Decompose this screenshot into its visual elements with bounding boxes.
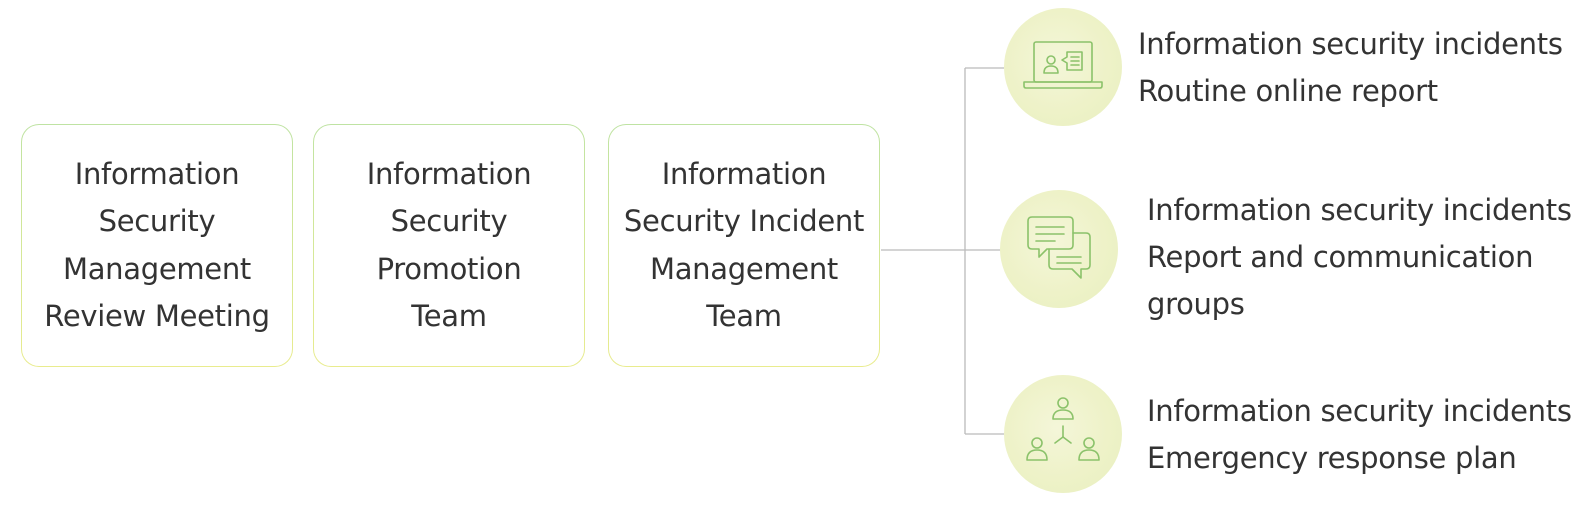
routine-report-text: Information security incidents Routine o… [1138, 21, 1563, 115]
box-label: Information Security Incident Management… [623, 156, 865, 334]
incident-management-team-box: Information Security Incident Management… [608, 124, 880, 367]
box-label: Information Security Promotion Team [366, 156, 532, 334]
item-line: Information security incidents [1138, 27, 1563, 61]
laptop-report-icon [1023, 41, 1103, 89]
chat-bubbles-icon [1027, 216, 1091, 279]
item-line: Information security incidents [1147, 193, 1572, 227]
item-line: Emergency response plan [1147, 441, 1517, 475]
emergency-plan-text: Information security incidents Emergency… [1147, 388, 1572, 482]
communication-groups-text: Information security incidents Report an… [1147, 187, 1572, 328]
item-line: Information security incidents [1147, 394, 1572, 428]
promotion-team-box: Information Security Promotion Team [313, 124, 585, 367]
item-line: Routine online report [1138, 74, 1438, 108]
routine-report-circle [1004, 8, 1122, 126]
communication-groups-circle [1000, 190, 1118, 308]
team-network-icon [1026, 397, 1100, 461]
box-label: Information Security Management Review M… [44, 156, 270, 334]
item-line: Report and communication [1147, 240, 1534, 274]
emergency-plan-circle [1004, 375, 1122, 493]
review-meeting-box: Information Security Management Review M… [21, 124, 293, 367]
item-line: groups [1147, 287, 1245, 321]
